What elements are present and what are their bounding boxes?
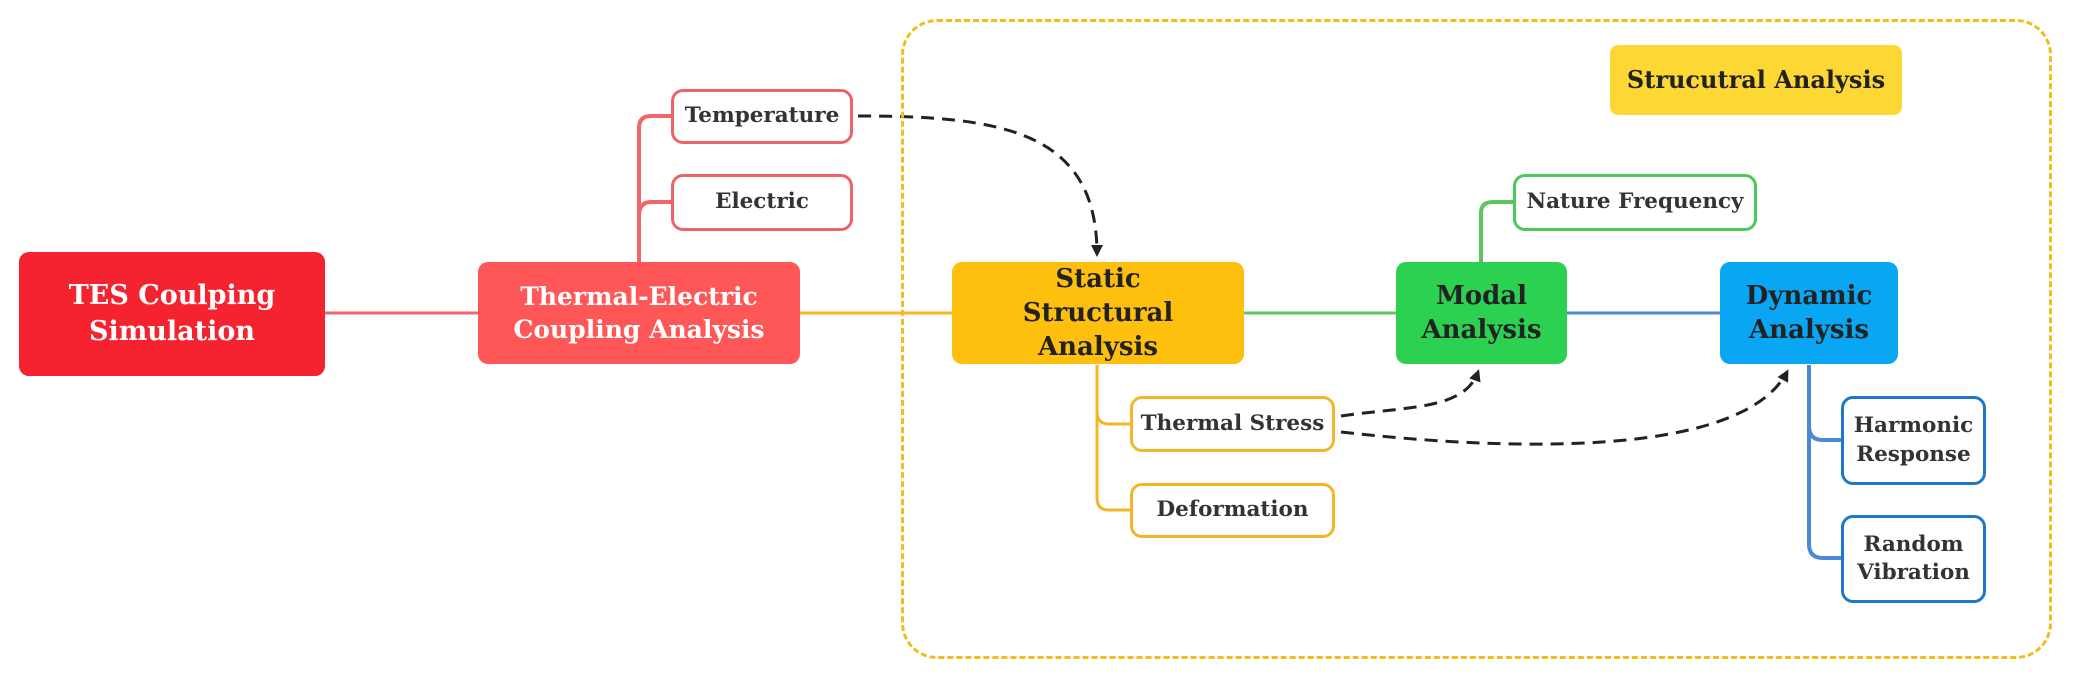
arrow-stress-to-dynamic <box>1340 369 1789 446</box>
node-root[interactable]: TES Coulping Simulation <box>19 252 325 376</box>
link-static-children <box>1095 365 1130 512</box>
node-harmonic-response[interactable]: Harmonic Response <box>1841 396 1986 485</box>
node-deformation[interactable]: Deformation <box>1130 483 1335 538</box>
link-thermal-electric <box>637 200 671 217</box>
node-static-structural[interactable]: Static Structural Analysis <box>952 262 1244 364</box>
node-nature-frequency[interactable]: Nature Frequency <box>1513 174 1757 231</box>
link-modal-frequency <box>1479 200 1513 262</box>
node-random-vibration[interactable]: Random Vibration <box>1841 515 1986 603</box>
group-title: Strucutral Analysis <box>1610 45 1902 115</box>
structural-analysis-group <box>901 19 2052 659</box>
node-electric[interactable]: Electric <box>671 174 853 231</box>
node-modal[interactable]: Modal Analysis <box>1396 262 1567 364</box>
arrow-temperature-to-static <box>857 114 1103 257</box>
node-dynamic[interactable]: Dynamic Analysis <box>1720 262 1898 364</box>
link-thermal-temperature <box>637 114 671 262</box>
arrow-stress-to-modal <box>1340 369 1481 418</box>
node-temperature[interactable]: Temperature <box>671 89 853 144</box>
link-dynamic-children <box>1807 365 1841 560</box>
node-thermal-electric[interactable]: Thermal-Electric Coupling Analysis <box>478 262 800 364</box>
node-thermal-stress[interactable]: Thermal Stress <box>1130 396 1335 452</box>
